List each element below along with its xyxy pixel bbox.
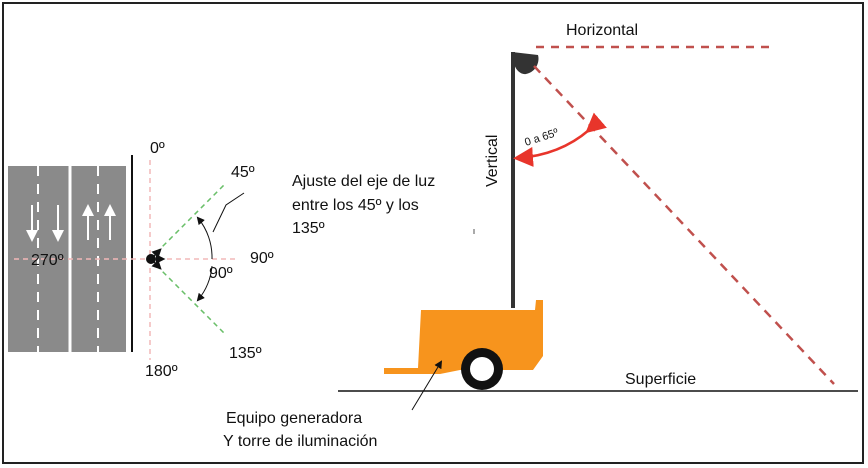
equipment-label-line1: Equipo generadora (226, 410, 362, 427)
direction-arrow (151, 248, 162, 259)
equipment-label-line2: Y torre de iluminación (223, 433, 377, 450)
tilt-angle-arc (513, 112, 607, 167)
direction-arrow (151, 259, 162, 270)
angle-arc-lower (196, 265, 213, 302)
angle-label-270: 270º (31, 252, 64, 269)
adjust-note-line3: 135º (292, 220, 325, 237)
callout-line (212, 192, 245, 233)
angle-label-45: 45º (231, 164, 255, 181)
lamp-head-icon (512, 52, 539, 75)
angle-label-180: 180º (145, 363, 178, 380)
tilt-range-label: 0 a 65º (523, 127, 560, 149)
angle-label-90: 90º (250, 250, 274, 267)
angle-label-90-inner: 90º (209, 265, 233, 282)
light-beam-line (533, 65, 835, 385)
equipment-callout-arrow (411, 360, 443, 411)
adjust-note-line1: Ajuste del eje de luz (292, 173, 435, 190)
angle-label-0: 0º (150, 140, 165, 157)
vertical-label: Vertical (484, 135, 501, 187)
angle-arc-upper (196, 216, 213, 260)
generator-trailer-icon (384, 300, 543, 390)
lighting-mast (511, 52, 515, 308)
surface-label: Superficie (625, 371, 696, 388)
horizontal-label: Horizontal (566, 22, 638, 39)
adjust-note-line2: entre los 45º y los (292, 197, 419, 214)
angle-label-135: 135º (229, 345, 262, 362)
guide-45 (149, 184, 225, 260)
